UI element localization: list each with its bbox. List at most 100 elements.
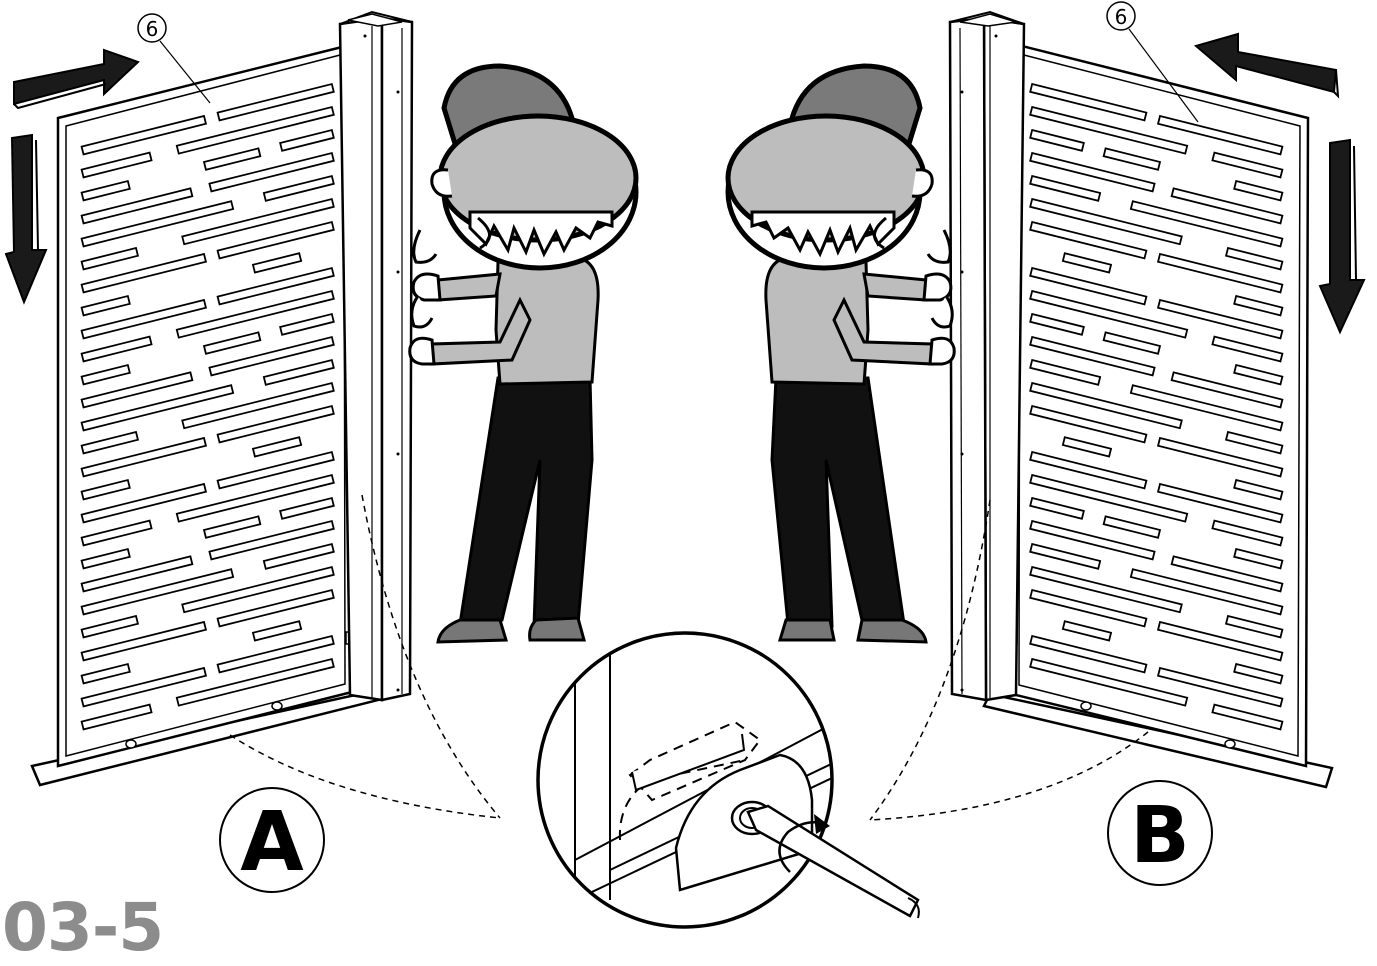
panel-slot [1156, 620, 1284, 662]
panel-slot [175, 657, 335, 707]
panel-slot [262, 174, 335, 202]
panel-slot [1211, 335, 1284, 363]
panel-slot [1029, 542, 1102, 570]
panel-slot [80, 568, 235, 616]
panel-slot [1233, 478, 1284, 501]
panel-slot [1224, 430, 1284, 455]
panel-slot [216, 266, 335, 306]
panel-slot [1029, 404, 1148, 444]
right-panel-6 [1010, 42, 1310, 768]
panel-slot [1156, 482, 1284, 524]
panel-slot [1211, 703, 1284, 731]
panel-slot [80, 246, 140, 271]
panel-slot [175, 105, 335, 155]
panel-slot [279, 496, 335, 520]
panel-slot [1170, 371, 1284, 409]
panel-slot [1129, 384, 1284, 432]
arrow-right-icon [13, 48, 140, 110]
marker-b: B [1107, 780, 1213, 886]
panel-slot [1156, 436, 1284, 478]
panel-slot [1029, 634, 1148, 674]
panel-slot [80, 200, 235, 248]
panel-slot [262, 358, 335, 386]
panel-slot [80, 187, 194, 225]
panel-slot [202, 515, 262, 539]
panel-slot [216, 220, 335, 260]
panel-slot [279, 128, 335, 152]
right-gate [948, 10, 1334, 789]
panel-slot [1029, 496, 1085, 520]
detail-magnifier [536, 631, 920, 929]
left-panel-6 [56, 43, 354, 768]
panel-slot [80, 384, 235, 432]
panel-slot [1029, 565, 1183, 614]
panel-slot [175, 473, 335, 523]
callout-number-right: 6 [1115, 5, 1128, 29]
panel-slot [1129, 568, 1284, 616]
panel-slot [262, 542, 335, 570]
panel-slot [1061, 252, 1113, 274]
panel-slot [251, 620, 303, 642]
panel-slot [80, 547, 131, 570]
panel-slot [80, 294, 131, 317]
panel-slot [1233, 547, 1284, 570]
panel-slot [181, 381, 335, 430]
panel-slot [1029, 335, 1156, 377]
panel-slot [80, 555, 194, 593]
panel-slot [251, 436, 303, 458]
panel-slot [208, 151, 335, 193]
panel-slot [1102, 331, 1162, 355]
screwdriver-icon [746, 804, 920, 919]
panel-slot [1224, 614, 1284, 639]
panel-slot [1224, 246, 1284, 271]
panel-slot [1029, 266, 1148, 306]
panel-slot [1029, 312, 1085, 336]
panel-slot [216, 588, 335, 628]
panel-slot [1102, 147, 1162, 171]
panel-slot [1029, 128, 1085, 152]
panel-slot [251, 252, 303, 274]
panel-slot [80, 298, 208, 340]
panel-slot [80, 371, 194, 409]
panel-slot [1029, 381, 1183, 430]
panel-slot [80, 335, 153, 363]
panel-slot [1061, 620, 1113, 642]
panel-slot [1029, 289, 1189, 339]
panel-slot [216, 634, 335, 674]
panel-slot [1156, 666, 1284, 708]
panel-slot [1029, 197, 1183, 246]
panel-slot [1029, 588, 1148, 628]
assembly-diagram: 6 6 [4, 1, 1366, 929]
marker-a-label: A [240, 795, 304, 890]
panel-slot [1102, 515, 1162, 539]
panel-slot [1029, 358, 1102, 386]
panel-slot [80, 482, 208, 524]
panel-slot [181, 197, 335, 246]
panel-slot [80, 436, 208, 478]
panel-slot [1029, 657, 1189, 707]
panel-slot [80, 179, 131, 202]
panel-slot [1211, 151, 1284, 179]
panel-slot [1029, 473, 1189, 523]
arrow-left-icon [1193, 32, 1340, 99]
panel-slot [208, 335, 335, 377]
panel-slot [202, 331, 262, 355]
panel-slot [1129, 200, 1284, 248]
panel-slot [80, 614, 140, 639]
panel-slot [80, 620, 208, 662]
part-callout-right: 6 [1106, 1, 1199, 123]
panel-slot [80, 430, 140, 455]
panel-slot [216, 82, 335, 122]
panel-slot [1156, 114, 1284, 156]
arrow-down-icon [4, 133, 48, 305]
panel-slot [1029, 151, 1156, 193]
rotation-arrow-icon [778, 814, 830, 873]
panel-slot [80, 252, 208, 294]
panel-slot [208, 519, 335, 561]
panel-slot [1029, 82, 1148, 122]
panel-slot [1170, 555, 1284, 593]
panel-slot [1156, 252, 1284, 294]
panel-slot [80, 703, 153, 731]
panel-slot [175, 289, 335, 339]
marker-b-label: B [1130, 791, 1189, 881]
